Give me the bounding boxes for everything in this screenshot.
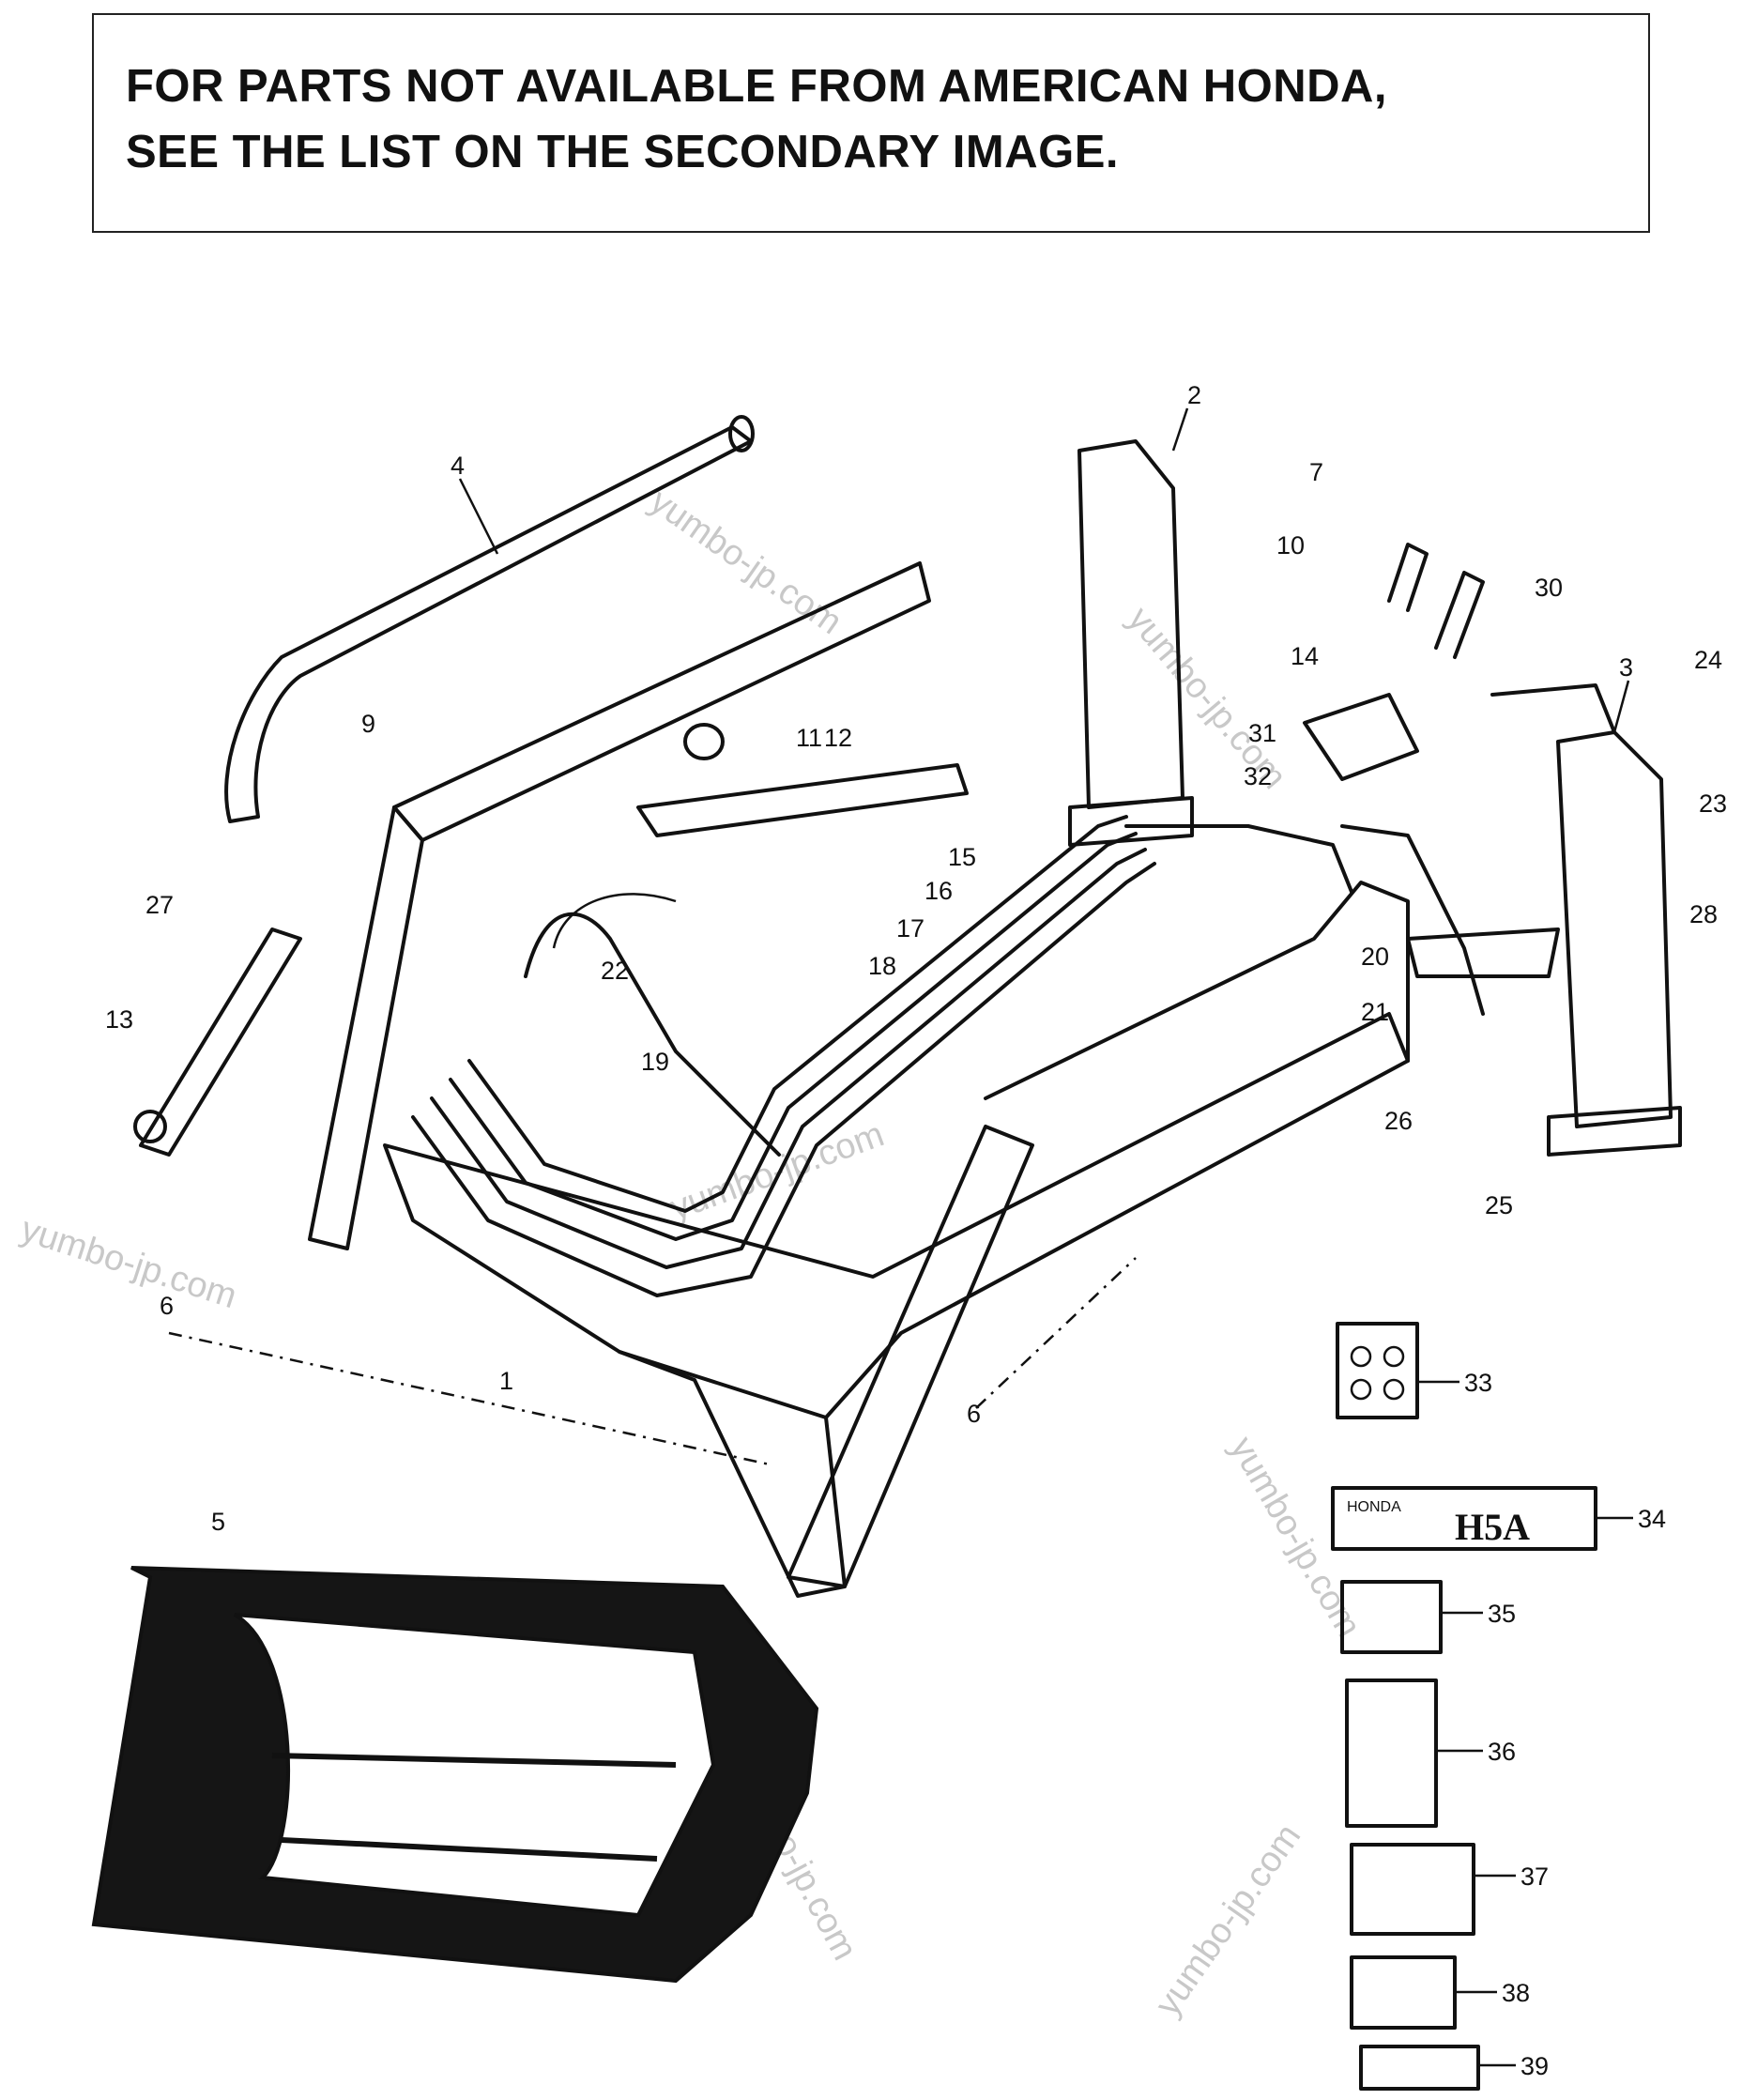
callout-33: 33 bbox=[1464, 1369, 1492, 1397]
callout-22: 22 bbox=[601, 957, 629, 985]
decal-39 bbox=[1359, 2045, 1480, 2091]
callout-27: 27 bbox=[145, 891, 174, 919]
watermark: yumbo-jp.com bbox=[16, 1210, 241, 1317]
callout-6-right: 6 bbox=[967, 1400, 981, 1428]
callout-13: 13 bbox=[105, 1005, 133, 1034]
watermark: yumbo-jp.com bbox=[1148, 1817, 1308, 2024]
part-4-pipe bbox=[224, 415, 755, 823]
decal-36 bbox=[1345, 1678, 1438, 1828]
callout-12: 12 bbox=[824, 724, 852, 752]
decal-38 bbox=[1350, 1955, 1457, 2030]
decal-33 bbox=[1336, 1322, 1419, 1419]
callout-38: 38 bbox=[1502, 1979, 1530, 2007]
callout-20: 20 bbox=[1361, 943, 1389, 971]
part-3-upright bbox=[1406, 683, 1682, 1157]
callout-32: 32 bbox=[1244, 762, 1272, 790]
callout-14: 14 bbox=[1291, 642, 1319, 670]
callout-34: 34 bbox=[1638, 1505, 1666, 1533]
callout-3: 3 bbox=[1619, 653, 1633, 682]
watermark: yumbo-jp.com bbox=[1222, 1431, 1368, 1645]
part-2-upright bbox=[1068, 439, 1194, 847]
part-1-loader-frame bbox=[308, 561, 1410, 1598]
callout-numbers: 1 2 3 4 5 6 6 7 9 10 11 12 13 14 15 16 1… bbox=[105, 381, 1727, 2080]
part-5-bucket bbox=[91, 1566, 819, 1984]
hydraulic-hoses bbox=[411, 815, 1485, 1297]
callout-18: 18 bbox=[868, 952, 896, 980]
part-13-cylinder bbox=[133, 927, 302, 1157]
callout-7: 7 bbox=[1309, 458, 1323, 486]
callout-4: 4 bbox=[451, 452, 465, 480]
callout-1: 1 bbox=[499, 1367, 513, 1395]
callout-25: 25 bbox=[1485, 1191, 1513, 1219]
callout-35: 35 bbox=[1488, 1600, 1516, 1628]
decal-34-brand: HONDA bbox=[1347, 1499, 1401, 1515]
part-11-12-cylinder bbox=[636, 723, 969, 837]
callout-9: 9 bbox=[361, 710, 375, 738]
callout-39: 39 bbox=[1520, 2052, 1549, 2080]
callout-10: 10 bbox=[1276, 531, 1305, 559]
callout-30: 30 bbox=[1535, 574, 1563, 602]
callout-21: 21 bbox=[1361, 998, 1389, 1026]
callout-28: 28 bbox=[1689, 900, 1718, 928]
watermark: yumbo-jp.com bbox=[643, 482, 849, 642]
callout-26: 26 bbox=[1384, 1107, 1413, 1135]
callout-19: 19 bbox=[641, 1048, 669, 1076]
part-14-control-valve bbox=[1303, 543, 1485, 781]
callout-17: 17 bbox=[896, 914, 924, 943]
leader-lines bbox=[168, 407, 1633, 2067]
parts-notice-box: FOR PARTS NOT AVAILABLE FROM AMERICAN HO… bbox=[92, 13, 1650, 233]
callout-24: 24 bbox=[1694, 646, 1722, 674]
notice-line-2: SEE THE LIST ON THE SECONDARY IMAGE. bbox=[126, 127, 1120, 177]
callout-15: 15 bbox=[948, 843, 976, 871]
decals: HONDA H5A bbox=[1331, 1322, 1597, 2091]
decal-34-model: H5A bbox=[1455, 1506, 1530, 1548]
callout-2: 2 bbox=[1187, 381, 1201, 409]
callout-36: 36 bbox=[1488, 1738, 1516, 1766]
callout-11: 11 bbox=[796, 724, 822, 752]
notice-line-1: FOR PARTS NOT AVAILABLE FROM AMERICAN HO… bbox=[126, 61, 1388, 112]
callout-23: 23 bbox=[1699, 789, 1727, 818]
decal-35 bbox=[1340, 1580, 1443, 1654]
callout-6-left: 6 bbox=[160, 1292, 174, 1320]
callout-5: 5 bbox=[211, 1508, 225, 1536]
callout-37: 37 bbox=[1520, 1862, 1549, 1891]
callout-31: 31 bbox=[1248, 719, 1276, 747]
callout-16: 16 bbox=[924, 877, 953, 905]
decal-37 bbox=[1350, 1843, 1475, 1936]
